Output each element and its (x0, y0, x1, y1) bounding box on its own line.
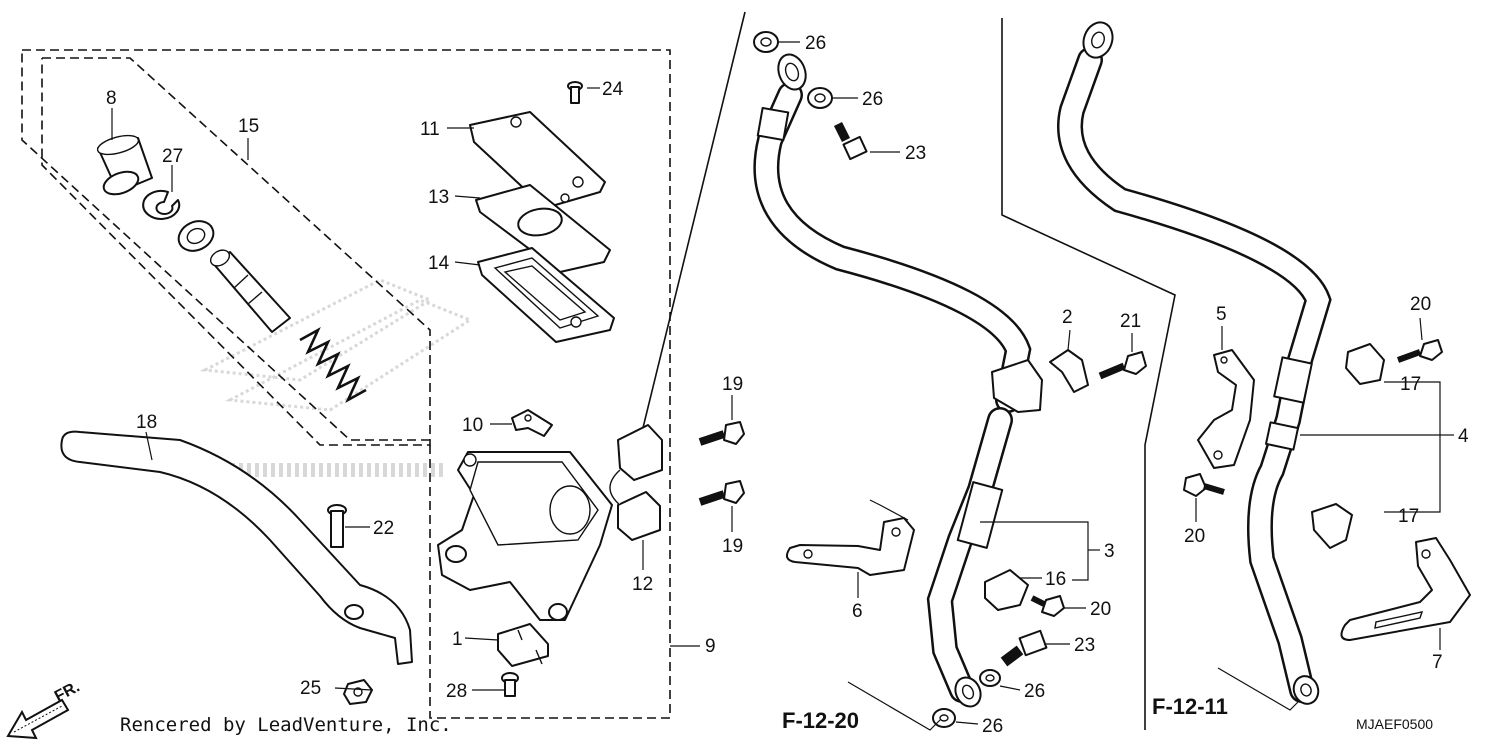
part-28-screw (501, 672, 519, 697)
callout-3: 3 (1104, 541, 1115, 562)
callout-26-b: 26 (862, 89, 883, 110)
front-direction-label: FR. (52, 678, 83, 705)
callout-6: 6 (852, 601, 863, 622)
callout-7: 7 (1432, 652, 1443, 673)
callout-11: 11 (420, 119, 440, 140)
part-5-stay (1197, 349, 1255, 469)
part-24-screw (567, 81, 583, 104)
callout-18: 18 (136, 412, 157, 433)
callout-17-lower: 17 (1398, 506, 1419, 527)
part-25-nut (343, 679, 373, 705)
callout-27: 27 (162, 146, 183, 167)
part-10-clip (511, 409, 553, 437)
part-20-bolt-lower-left (1183, 473, 1225, 497)
callout-21: 21 (1120, 311, 1141, 332)
master-cylinder-assembly-frame (21, 49, 671, 719)
callout-4: 4 (1458, 426, 1469, 447)
callout-26-c: 26 (1024, 681, 1045, 702)
front-direction-arrow-icon (6, 698, 70, 740)
reference-right: F-12-11 (1152, 694, 1228, 719)
callout-25: 25 (300, 678, 321, 699)
part-13-plate (475, 184, 611, 273)
part-27-circlip (142, 189, 181, 220)
spring (299, 326, 367, 404)
part-26-washer-4 (932, 708, 956, 728)
piston (209, 249, 291, 333)
part-26-washer-2 (807, 87, 833, 109)
part-4-brake-hose (1057, 21, 1332, 705)
callout-12: 12 (632, 574, 653, 595)
part-17-clamp-lower (1311, 503, 1353, 549)
callout-26-a: 26 (805, 33, 826, 54)
part-3-brake-hose-upper (753, 53, 1032, 413)
callout-20-upper-right: 20 (1410, 294, 1431, 315)
reference-left: F-12-20 (782, 708, 859, 733)
part-26-washer-1 (753, 31, 779, 53)
part-6-stay (785, 517, 915, 576)
part-20-bolt-upper-right (1396, 339, 1443, 363)
part-23-oil-bolt-upper (833, 121, 868, 161)
callout-28: 28 (446, 681, 467, 702)
part-18-brake-lever (60, 430, 413, 665)
callout-1: 1 (452, 629, 463, 650)
callout-13: 13 (428, 187, 449, 208)
part-16-clamp (984, 569, 1029, 611)
callout-20-middle: 20 (1090, 599, 1111, 620)
callout-8: 8 (106, 88, 117, 109)
part-26-washer-3 (979, 669, 1001, 687)
callout-16: 16 (1045, 569, 1066, 590)
callout-10: 10 (462, 415, 483, 436)
part-7-stay (1340, 537, 1471, 641)
brand-watermark (199, 278, 474, 477)
part-12-holder (609, 424, 663, 541)
part-1-brake-switch (497, 623, 549, 667)
callout-19-upper: 19 (722, 374, 743, 395)
part-14-diaphragm (477, 247, 615, 343)
callout-15: 15 (238, 116, 259, 137)
part-20-bolt-middle (1030, 595, 1065, 617)
callout-24: 24 (602, 79, 624, 100)
callout-23-upper: 23 (905, 143, 926, 164)
callout-20-lower-left: 20 (1184, 526, 1205, 547)
callout-labels: 8 27 15 24 11 13 14 10 1 28 9 12 19 19 1… (106, 33, 1469, 737)
part-8-boot (96, 134, 153, 196)
callout-26-d: 26 (982, 716, 1003, 737)
part-22-pivot-bolt (327, 504, 347, 548)
callout-9: 9 (705, 636, 716, 657)
part-9-master-cylinder-body (437, 451, 613, 621)
part-19-bolt-upper (698, 421, 745, 446)
callout-14: 14 (428, 253, 450, 274)
hose-section-divider (639, 11, 1176, 730)
callout-5: 5 (1216, 304, 1227, 325)
part-19-bolt-lower (698, 480, 745, 506)
part-3-joint-block (991, 359, 1043, 413)
callout-17-upper: 17 (1400, 374, 1421, 395)
part-23-oil-bolt-lower (1000, 629, 1048, 667)
part-21-bolt (1098, 351, 1147, 380)
callout-2: 2 (1062, 307, 1073, 328)
callout-23-lower: 23 (1074, 635, 1095, 656)
part-2-clamp (1049, 349, 1089, 393)
callout-22: 22 (373, 518, 394, 539)
diagram-code: MJAEF0500 (1356, 716, 1433, 732)
part-11-reservoir-cap (469, 111, 606, 209)
washer (177, 220, 215, 252)
part-17-clamp-upper (1345, 343, 1385, 385)
part-3-brake-hose-lower (926, 407, 1013, 708)
callout-19-lower: 19 (722, 536, 743, 557)
credit-text: Rencered by LeadVenture, Inc. (120, 714, 452, 736)
leader-lines (111, 41, 1454, 731)
master-cylinder-piston-subframe (41, 57, 431, 446)
